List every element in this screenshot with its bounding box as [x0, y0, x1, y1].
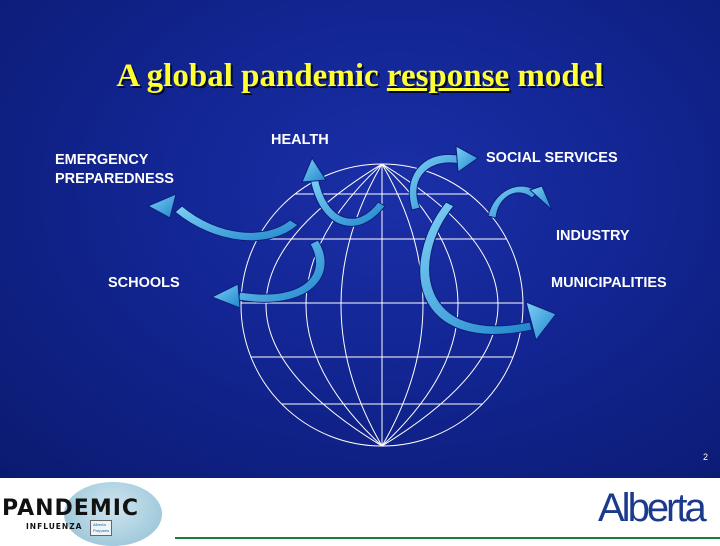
arrow-health — [309, 176, 386, 227]
prepares-line1: Alberta — [93, 522, 106, 527]
alberta-wordmark: Alberta — [598, 486, 707, 530]
slide: A global pandemic response model — [0, 0, 720, 478]
response-model-diagram — [146, 145, 557, 342]
arrow-industry-head — [529, 185, 553, 211]
alberta-logo: Alberta — [598, 486, 716, 536]
logo-oval — [64, 482, 162, 546]
arrow-municipalities — [419, 201, 533, 335]
alberta-prepares-badge: Alberta Prepares — [90, 520, 112, 536]
title-underlined-word: response — [386, 58, 510, 94]
footer: PANDEMIC INFLUENZA Alberta Prepares Albe… — [0, 478, 720, 546]
footer-divider — [175, 537, 720, 539]
curved-arrows — [146, 145, 557, 342]
arrow-municipalities-head — [525, 301, 557, 342]
arrow-social-services-head — [455, 145, 479, 173]
pandemic-influenza-logo: PANDEMIC INFLUENZA Alberta Prepares — [0, 482, 200, 546]
arrow-schools-head — [210, 283, 241, 309]
label-health: HEALTH — [271, 132, 329, 148]
label-emergency-line1: EMERGENCY — [55, 152, 149, 168]
logo-influenza-word: INFLUENZA — [26, 522, 83, 531]
arrow-emergency-head — [146, 193, 177, 219]
label-social-services: SOCIAL SERVICES — [486, 150, 618, 166]
logo-pandemic-word: PANDEMIC — [2, 496, 140, 521]
label-municipalities: MUNICIPALITIES — [551, 275, 667, 291]
arrow-emergency-preparedness — [174, 205, 299, 242]
title-text-end: model — [509, 58, 604, 94]
slide-number: 2 — [702, 452, 708, 462]
arrow-schools — [237, 239, 326, 303]
label-schools: SCHOOLS — [108, 275, 180, 291]
label-industry: INDUSTRY — [556, 228, 630, 244]
label-emergency-line2: PREPAREDNESS — [55, 171, 174, 187]
arrow-health-head — [301, 156, 327, 183]
slide-title: A global pandemic response model — [0, 58, 720, 95]
title-text-start: A global pandemic — [116, 58, 387, 94]
prepares-line2: Prepares — [93, 528, 110, 533]
